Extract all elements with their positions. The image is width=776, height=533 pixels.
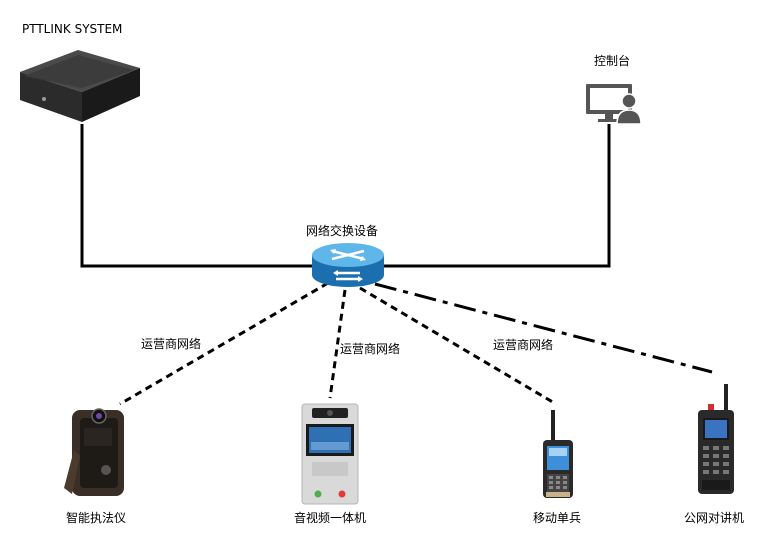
handheld-radio-icon xyxy=(698,384,734,494)
solid-links xyxy=(80,124,611,268)
dashed-links xyxy=(119,281,713,406)
monitor-user-icon xyxy=(586,84,642,125)
intercom-label: 音视频一体机 xyxy=(293,511,367,525)
console-label: 控制台 xyxy=(594,54,631,68)
switch-label: 网络交换设备 xyxy=(306,224,379,238)
body-camera-icon xyxy=(64,408,124,496)
link-intercom xyxy=(328,289,347,399)
link-bodycam xyxy=(119,281,329,406)
mobile-radio-icon xyxy=(543,410,573,498)
server-switch-link xyxy=(80,124,316,268)
link-label-center: 运营商网络 xyxy=(340,342,401,356)
radio-label: 公网对讲机 xyxy=(683,511,745,525)
link-radio xyxy=(374,282,713,374)
console-switch-link xyxy=(380,124,611,268)
link-mobile xyxy=(359,286,557,406)
server-box-icon xyxy=(20,50,140,122)
video-intercom-icon xyxy=(301,403,359,505)
network-switch-icon xyxy=(312,243,384,287)
server-label: PTTLINK SYSTEM xyxy=(22,22,123,36)
mobile-label: 移动单兵 xyxy=(532,511,582,525)
link-label-left: 运营商网络 xyxy=(141,337,202,351)
link-label-right: 运营商网络 xyxy=(493,338,554,352)
bodycam-label: 智能执法仪 xyxy=(65,511,127,525)
